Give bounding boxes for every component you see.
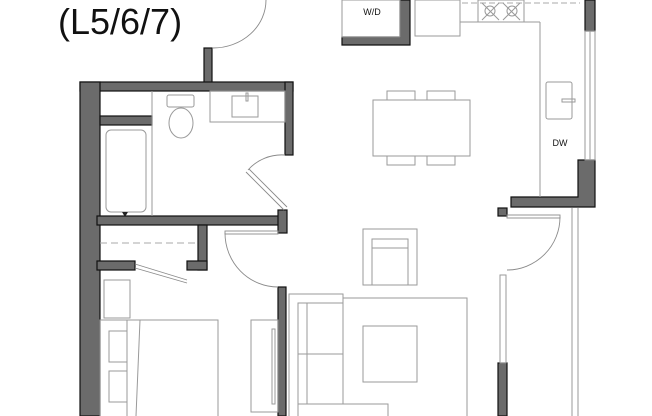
- bath-top-wall: [79, 81, 294, 92]
- vanity: [209, 90, 286, 123]
- coffee-table: [362, 325, 418, 383]
- bathroom: [100, 90, 286, 244]
- unit-levels-title: (L5/6/7): [58, 1, 182, 42]
- cooktop-icon: [477, 0, 525, 23]
- dresser: [250, 319, 279, 413]
- front-door-leaf: [506, 214, 561, 219]
- left-exterior-wall: [79, 81, 101, 416]
- kitchen-bottom-wall: [510, 159, 596, 208]
- washer-dryer: [341, 0, 401, 38]
- dining-chair: [386, 90, 416, 101]
- tub-drain-icon: [122, 212, 128, 217]
- walls: [79, 0, 596, 416]
- bathtub-icon: [105, 129, 147, 213]
- sink-icon: [231, 95, 259, 118]
- armchair: [362, 228, 418, 286]
- bath-door-leaf: [245, 168, 288, 211]
- bedroom: [99, 279, 279, 416]
- tub-wall: [99, 115, 153, 126]
- dining-chair: [426, 90, 456, 101]
- sofa-chaise: [297, 403, 389, 416]
- front-door-swing: [506, 216, 561, 271]
- kitchen-sink-icon: [545, 81, 573, 120]
- pillow: [108, 370, 128, 403]
- nightstand: [103, 279, 131, 319]
- bath-right-wall: [284, 81, 294, 156]
- entry-right-wall-top: [497, 207, 508, 217]
- kitchen-dining: W/D DW: [341, 0, 580, 197]
- kitchen-right-wall-top: [584, 0, 596, 32]
- sofa: [297, 302, 344, 416]
- bedroom-right-wall: [277, 286, 287, 416]
- bed: [99, 319, 219, 416]
- entry-wall-stub: [203, 47, 213, 85]
- closet-door: [134, 263, 188, 284]
- dining-chair: [426, 155, 456, 166]
- sliding-door: [499, 274, 507, 364]
- bath-corner-stub: [277, 209, 288, 234]
- bath-door-swing: [247, 154, 286, 171]
- washer-dryer-label: W/D: [363, 7, 381, 17]
- bath-bottom-wall: [96, 215, 287, 226]
- closet-bottom-right-wall: [186, 260, 208, 271]
- entry-door-swing: [212, 0, 267, 49]
- doors: [134, 0, 561, 288]
- entry-right-wall-bottom: [497, 362, 508, 416]
- dishwasher-label: DW: [553, 138, 568, 148]
- refrigerator: [414, 0, 461, 37]
- toilet-bowl-icon: [168, 107, 194, 139]
- bedroom-door-leaf: [224, 230, 279, 235]
- toilet-tank-icon: [166, 94, 195, 108]
- dining-table: [372, 99, 471, 157]
- windows: [499, 30, 596, 416]
- bedroom-door-swing: [224, 232, 279, 288]
- pillow: [108, 330, 128, 363]
- living-room: [288, 228, 468, 416]
- dining-chair: [386, 155, 416, 166]
- closet-bottom-left-wall: [96, 260, 136, 271]
